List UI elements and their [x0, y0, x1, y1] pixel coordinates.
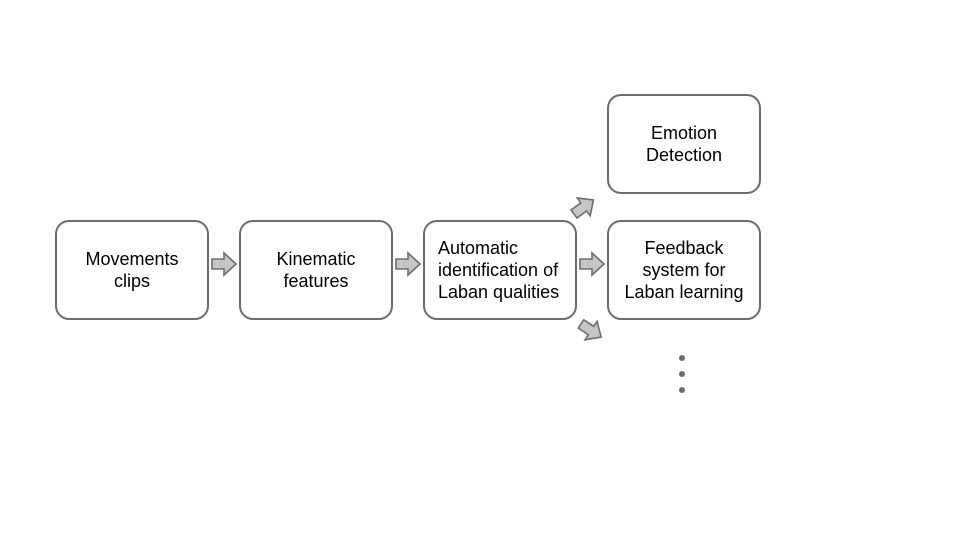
node-label-automatic-identification: Automatic identification of Laban qualit… — [438, 238, 560, 302]
node-feedback-system: Feedback system for Laban learning — [607, 220, 761, 320]
node-movements-clips: Movements clips — [55, 220, 209, 320]
arrow-automatic-to-feedback — [579, 252, 605, 276]
node-emotion-detection: Emotion Detection — [607, 94, 761, 194]
node-label-kinematic-features: Kinematic features — [276, 249, 356, 291]
node-label-emotion-detection: Emotion Detection — [645, 123, 723, 165]
node-label-movements-clips: Movements clips — [85, 249, 179, 291]
arrow-automatic-to-emotion — [566, 190, 601, 224]
ellipsis-vertical-icon — [679, 355, 685, 393]
node-kinematic-features: Kinematic features — [239, 220, 393, 320]
node-automatic-identification: Automatic identification of Laban qualit… — [423, 220, 577, 320]
arrow-movements-to-kinematic — [211, 252, 237, 276]
arrow-kinematic-to-automatic — [395, 252, 421, 276]
node-label-feedback-system: Feedback system for Laban learning — [624, 238, 744, 302]
arrow-automatic-to-more — [574, 313, 608, 348]
